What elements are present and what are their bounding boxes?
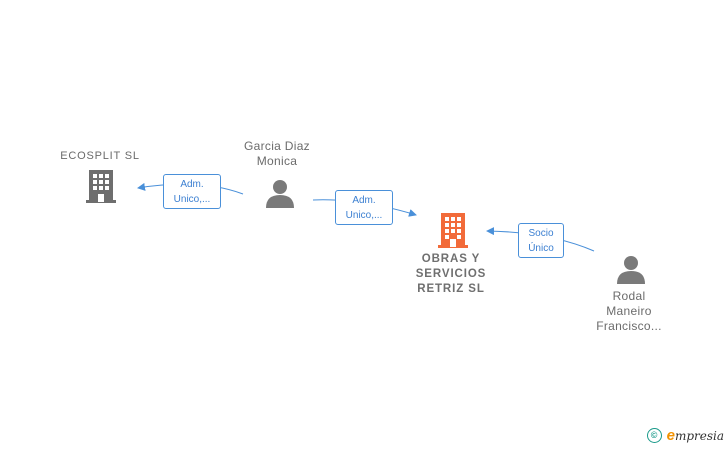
brand-logo[interactable]: empresia [667,427,724,444]
brand-logo-text: mpresia [674,429,724,443]
edge-label-garcia-obras[interactable]: Adm. Unico,... [335,190,393,225]
edge-label-line: Adm. [352,195,376,206]
company-name: ECOSPLIT SL [60,150,140,162]
edge-label-line: Adm. [180,179,204,190]
company-name-line: RETRIZ SL [417,283,485,295]
node-label-obras[interactable]: OBRAS Y SERVICIOS RETRIZ SL [391,252,511,297]
edge-label-line: Socio [528,228,554,239]
person-name-line: Monica [256,154,298,168]
company-name-line: SERVICIOS [415,268,487,280]
edge-label-line: Unico,... [345,210,383,221]
person-name-line: Maneiro [606,304,652,318]
node-label-garcia[interactable]: Garcia Diaz Monica [222,139,332,169]
person-icon[interactable] [264,178,296,208]
person-name-line: Garcia Diaz [244,139,310,153]
person-name-line: Rodal [612,289,646,303]
building-icon[interactable] [436,211,470,249]
edge-label-line: Unico,... [173,194,211,205]
company-name-line: OBRAS Y [421,253,481,265]
person-name-line: Francisco... [596,319,662,333]
edge-label-garcia-ecosplit[interactable]: Adm. Unico,... [163,174,221,209]
node-label-ecosplit[interactable]: ECOSPLIT SL [40,149,160,164]
person-icon[interactable] [615,254,647,284]
building-icon[interactable] [84,168,118,204]
edge-label-rodal-obras[interactable]: Socio Único [518,223,564,258]
edge-label-line: Único [528,243,554,254]
brand-logo-letter: e [666,427,675,444]
copyright-icon: © [646,428,662,443]
brand-footer: © empresia [646,427,724,444]
node-label-rodal[interactable]: Rodal Maneiro Francisco... [574,289,684,334]
